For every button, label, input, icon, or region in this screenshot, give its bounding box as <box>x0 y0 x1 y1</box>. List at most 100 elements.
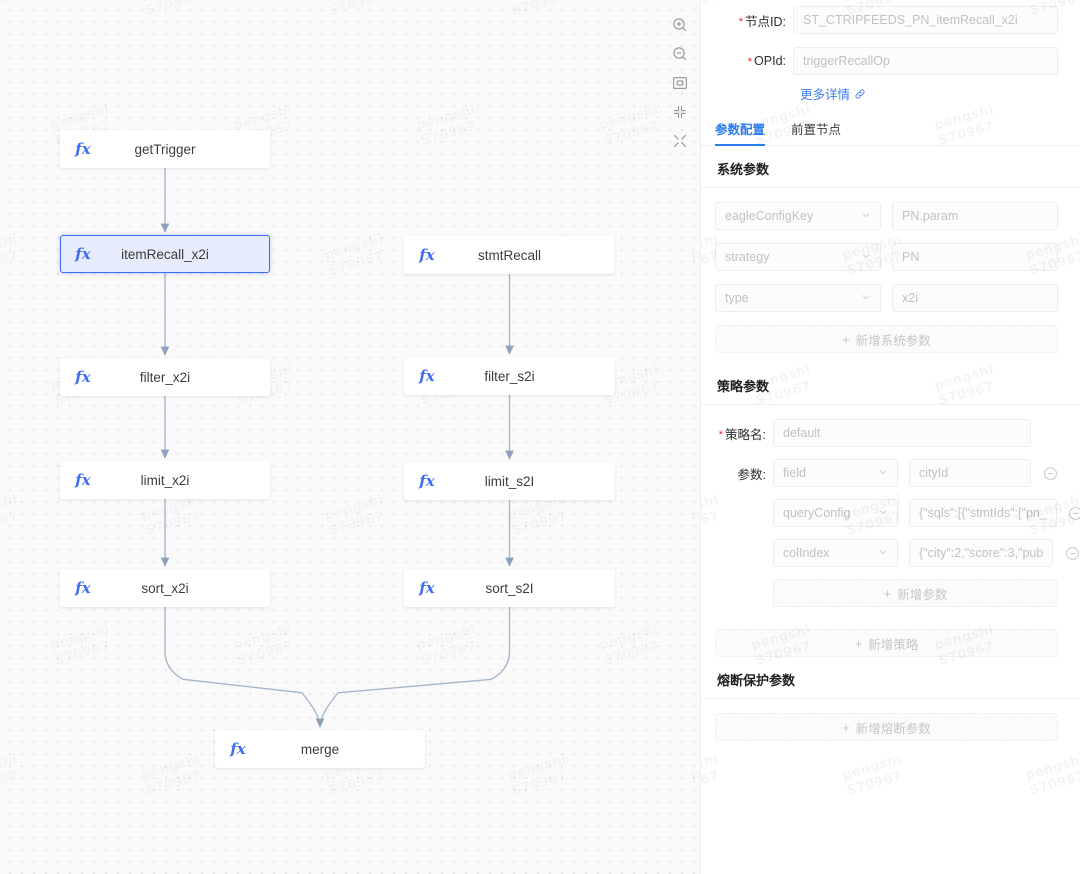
system-param-key-value: strategy <box>725 250 770 264</box>
plus-icon: + <box>883 585 892 601</box>
zoom-in-icon[interactable] <box>671 16 689 34</box>
strategy-param-value-input[interactable]: {"sqls":[{"stmtIds":["pn_ <box>909 499 1057 527</box>
system-param-key-select[interactable]: eagleConfigKey <box>715 202 881 230</box>
system-param-row: type x2i <box>715 284 1058 312</box>
strategy-param-value-input[interactable]: cityId <box>909 459 1031 487</box>
watermark: pengshi S70967 <box>841 752 909 800</box>
system-param-key-select[interactable]: type <box>715 284 881 312</box>
flow-node-sort_s2I[interactable]: fx sort_s2I <box>404 569 615 607</box>
strategy-name-label: *策略名: <box>718 427 766 442</box>
strategy-params-title: 策略参数 <box>717 379 770 394</box>
add-param-button[interactable]: + 新增参数 <box>773 579 1058 607</box>
flow-node-label: sort_x2i <box>141 580 189 596</box>
node-id-label: *节点ID: <box>738 14 786 29</box>
fuse-params-section: 熔断保护参数 + 新增熔断参数 <box>701 657 1080 751</box>
strategy-name-input[interactable]: default <box>773 419 1031 447</box>
system-params-section: 系统参数 eagleConfigKey PN.param strategy PN typ… <box>701 146 1080 363</box>
system-param-row: strategy PN <box>715 243 1058 271</box>
flow-node-label: filter_x2i <box>139 369 191 385</box>
node-header-fields: *节点ID: ST_CTRIPFEEDS_PN_itemRecall_x2i *… <box>701 6 1080 104</box>
flow-node-filter_x2i[interactable]: fx filter_x2i <box>60 358 270 396</box>
tab-0[interactable]: 参数配置 <box>715 115 766 146</box>
chevron-down-icon <box>861 210 871 223</box>
add-strategy-button[interactable]: + 新增策略 <box>715 629 1058 657</box>
zoom-out-icon[interactable] <box>671 45 689 63</box>
watermark: pengshi S70967 <box>0 232 24 280</box>
watermark: pengshi S70967 <box>415 102 483 150</box>
function-icon: fx <box>75 245 91 263</box>
strategy-param-row: queryConfig {"sqls":[{"stmtIds":["pn_ <box>715 499 1080 527</box>
add-system-param-button[interactable]: + 新增系统参数 <box>715 325 1058 353</box>
watermark: pengshi S70967 <box>0 752 24 800</box>
add-fuse-param-button[interactable]: + 新增熔断参数 <box>715 713 1058 741</box>
flow-canvas[interactable]: pengshi S70967 pengshi S70967 pengshi S709… <box>0 0 700 874</box>
tab-1[interactable]: 前置节点 <box>791 123 842 137</box>
fit-view-icon[interactable] <box>671 74 689 92</box>
flow-node-label: stmtRecall <box>477 247 541 263</box>
opid-label: *OPId: <box>747 54 786 68</box>
plus-icon: + <box>842 719 850 735</box>
chevron-down-icon <box>878 547 888 560</box>
strategy-param-row: colIndex {"city":2,"score":3,"pub <box>715 539 1079 567</box>
function-icon: fx <box>75 368 91 386</box>
flow-node-label: sort_s2I <box>485 580 534 596</box>
chevron-down-icon <box>878 507 888 520</box>
watermark: pengshi S70967 <box>140 0 208 20</box>
node-id-input[interactable]: ST_CTRIPFEEDS_PN_itemRecall_x2i <box>793 6 1058 34</box>
flow-node-label: merge <box>300 741 340 757</box>
system-params-title: 系统参数 <box>717 162 770 177</box>
system-param-value-input[interactable]: PN.param <box>892 202 1058 230</box>
watermark: pengshi S70967 <box>689 492 700 540</box>
collapse-icon[interactable] <box>671 103 689 121</box>
watermark: pengshi S70967 <box>689 752 700 800</box>
strategy-param-key-select[interactable]: field <box>773 459 898 487</box>
watermark: pengshi S70967 <box>598 102 666 150</box>
strategy-param-key-select[interactable]: queryConfig <box>773 499 898 527</box>
opid-input[interactable]: triggerRecallOp <box>793 47 1058 75</box>
watermark: pengshi S70967 <box>140 492 208 540</box>
flow-node-label: filter_s2i <box>484 368 535 384</box>
add-param-label: 新增参数 <box>897 587 948 602</box>
node-id-row: *节点ID: ST_CTRIPFEEDS_PN_itemRecall_x2i <box>701 6 1058 34</box>
strategy-param-key-select[interactable]: colIndex <box>773 539 898 567</box>
add-fuse-param-label: 新增熔断参数 <box>855 721 931 736</box>
flow-node-label: itemRecall_x2i <box>121 246 209 262</box>
watermark: pengshi S70967 <box>1024 752 1080 800</box>
flow-node-label: limit_s2I <box>484 473 535 489</box>
edge-sort_x2i-to-merge <box>164 607 325 728</box>
panel-tabs[interactable]: 参数配置 前置节点 <box>701 115 1080 146</box>
strategy-param-key-value: colIndex <box>783 546 830 560</box>
system-param-value-input[interactable]: x2i <box>892 284 1058 312</box>
expand-icon[interactable] <box>671 132 689 150</box>
flow-node-label: limit_x2i <box>140 472 190 488</box>
system-param-value-input[interactable]: PN <box>892 243 1058 271</box>
strategy-param-key-value: field <box>783 466 806 480</box>
canvas-zoom-toolbar[interactable] <box>668 16 692 150</box>
watermark: pengshi S70967 <box>701 752 725 800</box>
function-icon: fx <box>419 579 435 597</box>
more-detail-label: 更多详情 <box>800 88 851 102</box>
watermark: pengshi S70967 <box>323 492 391 540</box>
required-marker: * <box>718 429 724 442</box>
chevron-down-icon <box>861 251 871 264</box>
remove-strategy-param-button[interactable] <box>1042 465 1058 481</box>
system-param-key-select[interactable]: strategy <box>715 243 881 271</box>
watermark: pengshi S70967 <box>506 0 574 20</box>
flow-node-itemRecall_x2i[interactable]: fx itemRecall_x2i <box>60 235 270 273</box>
remove-strategy-param-button[interactable] <box>1068 505 1080 521</box>
strategy-name-row: *策略名: default <box>715 419 1058 447</box>
chevron-down-icon <box>878 467 888 480</box>
more-detail-link[interactable]: 更多详情 <box>800 84 866 103</box>
edge-sort_s2I-to-merge <box>315 607 511 728</box>
strategy-param-value-input[interactable]: {"city":2,"score":3,"pub <box>909 539 1054 567</box>
remove-strategy-param-button[interactable] <box>1064 545 1080 561</box>
